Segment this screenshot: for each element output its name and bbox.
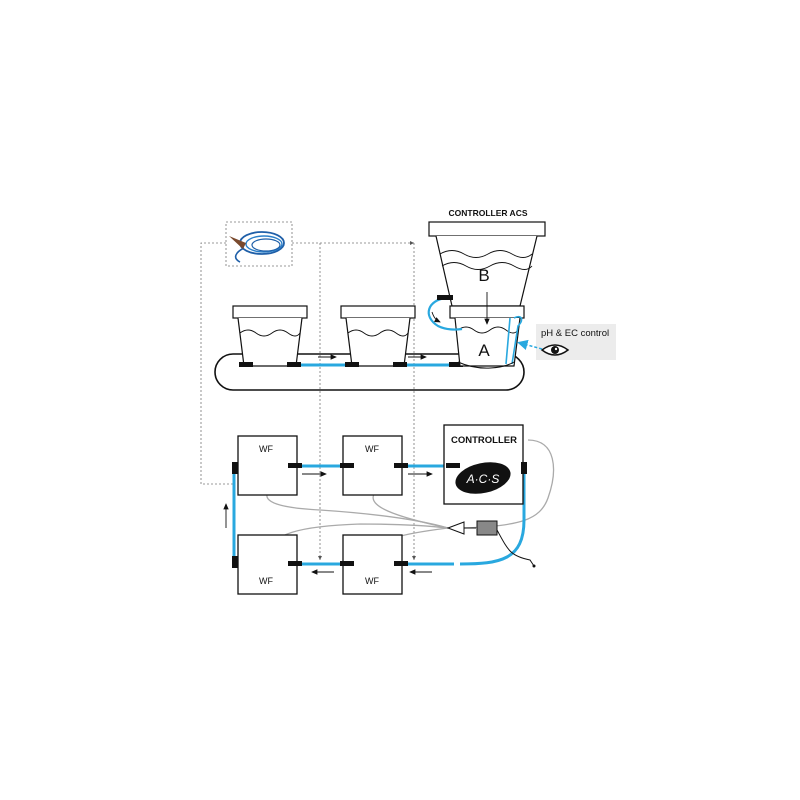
acs-logo: A·C·S xyxy=(455,462,511,494)
svg-text:WF: WF xyxy=(259,444,273,454)
top-pot-1 xyxy=(232,305,308,367)
top-pot-2 xyxy=(340,305,416,367)
svg-text:A·C·S: A·C·S xyxy=(466,472,500,486)
tank-a-label: A xyxy=(478,341,490,360)
power-cable xyxy=(496,529,535,567)
top-water-connectors xyxy=(239,362,463,367)
pump xyxy=(476,520,498,536)
dashed-supply-lines xyxy=(200,241,416,560)
tubing-coil-icon xyxy=(225,221,293,267)
return-hoses xyxy=(266,439,555,555)
svg-text:WF: WF xyxy=(365,576,379,586)
svg-text:WF: WF xyxy=(365,444,379,454)
controller-title: CONTROLLER xyxy=(451,435,517,446)
monitor-arrow xyxy=(517,339,543,351)
hose-clip xyxy=(437,295,453,300)
bottom-connectors xyxy=(232,462,527,568)
tank-b-label: B xyxy=(478,266,489,285)
wf-module-1: WF xyxy=(237,435,298,496)
dosing-hose xyxy=(427,296,463,331)
bottom-water-lines xyxy=(232,464,526,566)
sensor-probe xyxy=(505,315,523,365)
dashed-line-main xyxy=(200,242,234,485)
svg-text:WF: WF xyxy=(259,576,273,586)
controller-acs-title: CONTROLLER ACS xyxy=(448,208,527,218)
monitor-label: pH & EC control xyxy=(541,328,609,339)
ph-ec-monitor: pH & EC control xyxy=(517,324,616,360)
eye-icon xyxy=(540,344,570,356)
manifold-pump xyxy=(446,520,536,568)
wf-module-3: WF xyxy=(237,534,298,595)
hose-arrow xyxy=(431,311,441,323)
